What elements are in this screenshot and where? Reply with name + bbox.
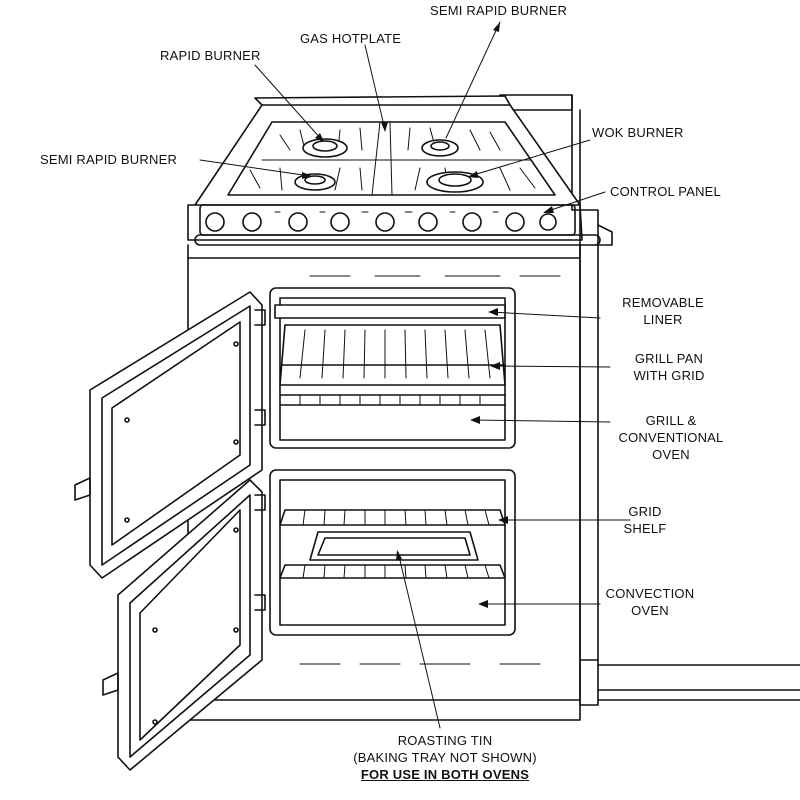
label-semi-rapid-burner-top: SEMI RAPID BURNER <box>430 2 567 19</box>
label-grill-oven-line2: CONVENTIONAL <box>606 429 736 446</box>
burner-rapid <box>303 139 347 157</box>
label-grill-conventional-oven: GRILL & CONVENTIONAL OVEN <box>606 412 736 463</box>
burner-semi-rapid-left <box>295 174 335 190</box>
label-gas-hotplate: GAS HOTPLATE <box>300 30 401 47</box>
label-convection-line1: CONVECTION <box>600 585 700 602</box>
label-rapid-burner: RAPID BURNER <box>160 47 261 64</box>
label-wok-burner: WOK BURNER <box>592 124 684 141</box>
label-removable-liner-line2: LINER <box>608 311 718 328</box>
label-grill-pan-line1: GRILL PAN <box>614 350 724 367</box>
burner-semi-rapid-top <box>422 140 458 156</box>
label-removable-liner: REMOVABLE LINER <box>608 294 718 328</box>
label-control-panel: CONTROL PANEL <box>610 183 721 200</box>
label-grill-oven-line1: GRILL & <box>606 412 736 429</box>
label-grid-shelf-line2: SHELF <box>615 520 675 537</box>
upper-oven <box>270 288 515 448</box>
label-removable-liner-line1: REMOVABLE <box>608 294 718 311</box>
label-grid-shelf: GRID SHELF <box>615 503 675 537</box>
label-grill-pan: GRILL PAN WITH GRID <box>614 350 724 384</box>
control-knobs <box>195 205 600 245</box>
label-grill-oven-line3: OVEN <box>606 446 736 463</box>
label-roasting-line3: FOR USE IN BOTH OVENS <box>320 766 570 783</box>
label-roasting-line2: (BAKING TRAY NOT SHOWN) <box>320 749 570 766</box>
lower-oven <box>270 470 515 635</box>
label-grid-shelf-line1: GRID <box>615 503 675 520</box>
label-convection-oven: CONVECTION OVEN <box>600 585 700 619</box>
label-roasting-line1: ROASTING TIN <box>320 732 570 749</box>
label-grill-pan-line2: WITH GRID <box>614 367 724 384</box>
label-convection-line2: OVEN <box>600 602 700 619</box>
label-semi-rapid-burner-left: SEMI RAPID BURNER <box>40 151 177 168</box>
label-roasting-tin: ROASTING TIN (BAKING TRAY NOT SHOWN) FOR… <box>320 732 570 783</box>
